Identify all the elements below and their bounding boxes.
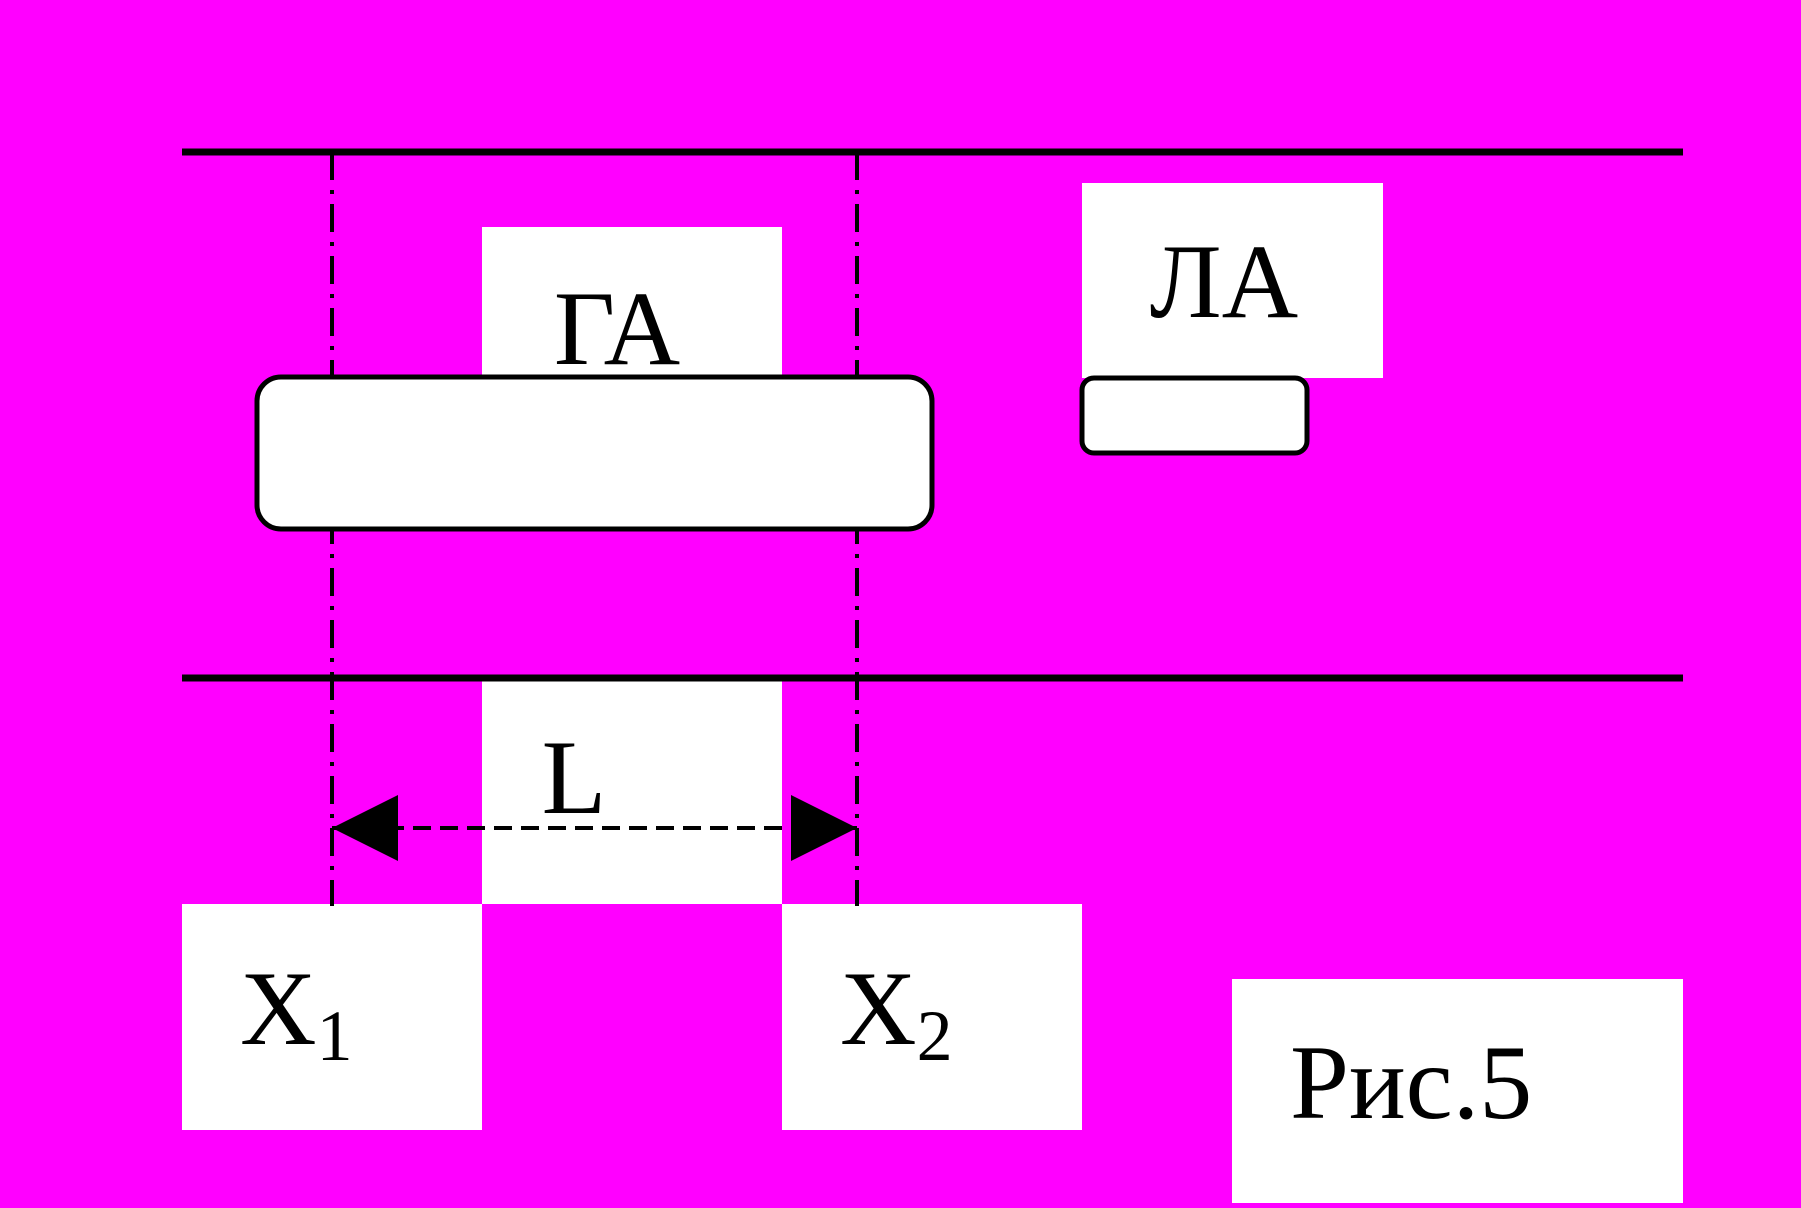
- x2-label-box: [782, 904, 1082, 1130]
- x2-label-subscript: 2: [917, 996, 953, 1076]
- length-label: L: [542, 719, 607, 836]
- figure-caption-box: [1232, 979, 1683, 1203]
- la-label: ЛА: [1150, 223, 1298, 340]
- ga-body: [254, 374, 935, 532]
- la-body: [1079, 375, 1310, 456]
- x1-label-main: X: [240, 950, 317, 1067]
- x2-label: X2: [840, 950, 953, 1076]
- x1-label: X1: [240, 950, 353, 1076]
- figure-caption: Рис.5: [1290, 1024, 1532, 1141]
- ga-label-box: [482, 227, 782, 377]
- la-label-box: [1082, 183, 1383, 378]
- length-label-box: [482, 680, 782, 904]
- x1-label-subscript: 1: [317, 996, 353, 1076]
- x1-label-box: [182, 904, 482, 1130]
- ga-label: ГА: [554, 270, 680, 387]
- x2-label-main: X: [840, 950, 917, 1067]
